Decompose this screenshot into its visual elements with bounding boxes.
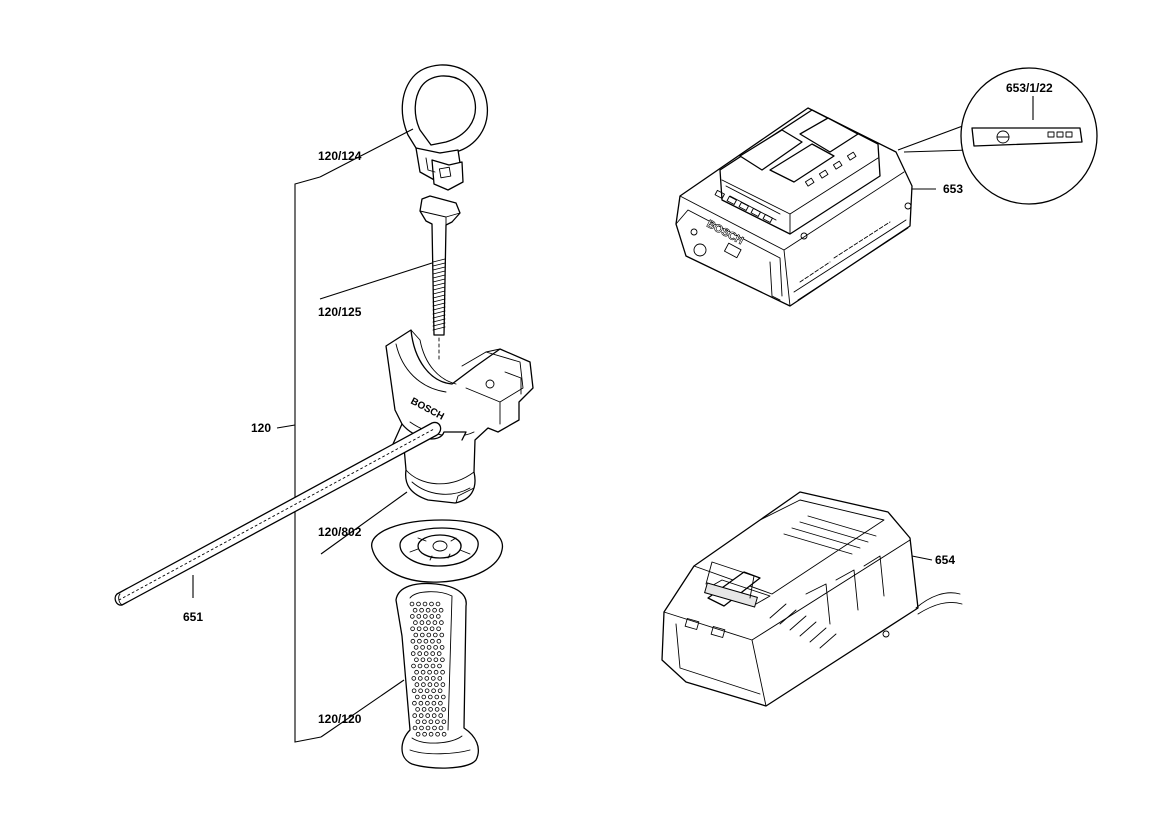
part-label-651: 651	[183, 610, 204, 624]
part-label-120-120: 120/120	[318, 712, 362, 726]
leader-120-120	[320, 679, 405, 738]
detail-callout-653-1-22	[897, 67, 1098, 205]
depth-stop-rod	[114, 421, 442, 606]
group-bracket-120	[276, 176, 322, 743]
part-label-120: 120	[251, 421, 272, 435]
leader-120-125	[319, 262, 433, 300]
leader-654	[911, 555, 933, 561]
grip-texture-dots	[409, 601, 447, 737]
part-label-653-1-22: 653/1/22	[1006, 81, 1053, 95]
part-label-120-124: 120/124	[318, 149, 362, 163]
part-label-653: 653	[943, 182, 964, 196]
charger	[661, 491, 963, 707]
bolt	[419, 195, 461, 336]
part-label-120-802: 120/802	[318, 525, 362, 539]
clamp-band	[401, 64, 489, 191]
leader-120-124	[319, 128, 414, 178]
part-label-654: 654	[935, 553, 956, 567]
handle-body: BOSCH	[385, 329, 534, 504]
battery-pack: BOSCH	[675, 107, 913, 307]
grip	[371, 519, 504, 769]
part-label-120-125: 120/125	[318, 305, 362, 319]
leader-120-802	[320, 491, 408, 555]
